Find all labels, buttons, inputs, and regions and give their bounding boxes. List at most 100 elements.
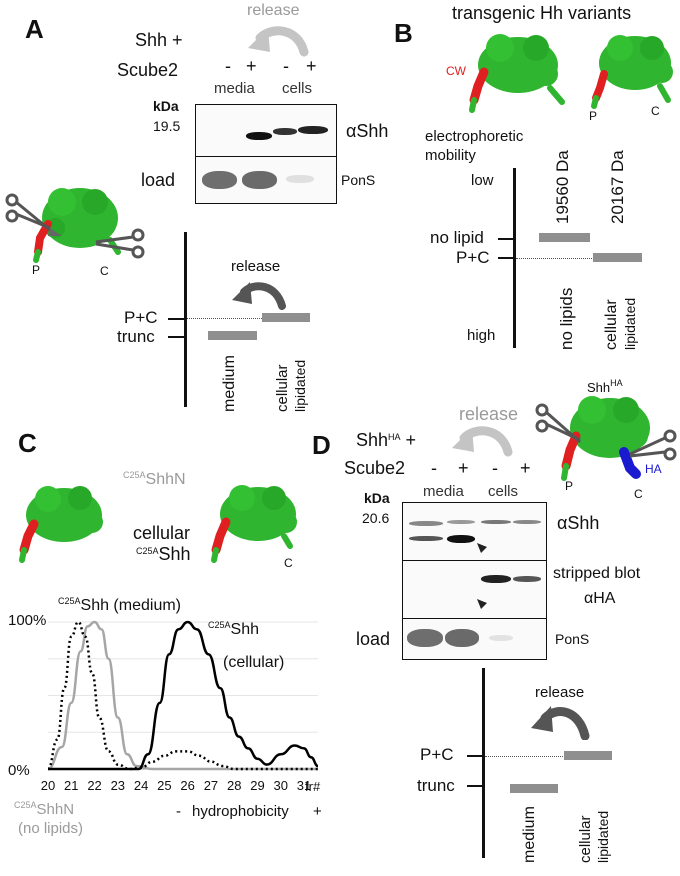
x-tick-label: 30 <box>274 778 288 793</box>
low-label: low <box>471 172 494 189</box>
trunc-tick <box>168 336 184 338</box>
medium-label-d: medium <box>521 806 538 863</box>
arrowhead-icon <box>477 543 487 553</box>
no-lipid-label: no lipid <box>430 228 484 247</box>
cellular-shh-text: Shh <box>158 544 191 564</box>
release-arrow-dark <box>232 282 286 310</box>
bottom-shhn-label: C25AShhN <box>14 800 74 818</box>
protein-c-label-d: C <box>634 487 643 501</box>
lane-label-d-4: + <box>520 458 531 478</box>
marker-label: 19.5 <box>153 118 181 134</box>
series-line <box>46 620 318 771</box>
protein-c-label-c: C <box>284 556 293 570</box>
protein-model-shh <box>211 485 297 563</box>
arrowhead-icon <box>477 599 487 609</box>
band <box>445 629 479 647</box>
load-label-d: load <box>356 629 391 649</box>
shhha-text: Shh <box>356 430 389 450</box>
band <box>409 521 443 526</box>
stripped-blot <box>402 560 547 620</box>
protein-title-d: ShhHA <box>587 378 623 395</box>
y-bottom-label: 0% <box>8 762 30 779</box>
shh-blot <box>195 104 337 158</box>
shhn-sup: C25A <box>123 470 146 480</box>
no-lipid-bar <box>539 233 590 242</box>
kda-label: kDa <box>153 98 179 114</box>
scheme-release-label: release <box>231 258 281 275</box>
pc-bar-b <box>593 253 642 262</box>
band <box>202 171 237 189</box>
release-arrow-dark-d <box>531 706 590 740</box>
release-label: release <box>247 2 300 19</box>
pc-label-b: P+C <box>456 248 490 267</box>
hydro-minus-label: - <box>176 803 181 820</box>
series-line <box>47 620 318 771</box>
protein-c-label-b: C <box>651 104 660 118</box>
band <box>407 629 443 647</box>
lipidated-label: lipidated <box>292 359 308 412</box>
lane-label-d-1: - <box>431 458 437 478</box>
x-tick-label: 27 <box>204 778 218 793</box>
lane-label-d-3: - <box>492 458 498 478</box>
band <box>447 535 475 543</box>
panel-a-letter: A <box>25 14 44 44</box>
bottom-shhn-sup: C25A <box>14 800 37 810</box>
ha-tag-label: HA <box>645 462 662 476</box>
protein-model-ha <box>535 396 677 481</box>
x-tick-label: 26 <box>180 778 194 793</box>
panel-c-letter: C <box>18 428 37 458</box>
pc-label: P+C <box>124 308 158 327</box>
x-tick-label: 29 <box>250 778 264 793</box>
da-label-1: 19560 Da <box>553 150 572 224</box>
kda-label-d: kDa <box>364 490 390 506</box>
x-tick-label: 31 <box>297 778 311 793</box>
band <box>447 520 475 524</box>
curve-cellular-text: Shh <box>230 621 259 638</box>
protein-model-with-scissors <box>5 188 145 263</box>
band <box>286 175 314 183</box>
band <box>242 171 277 189</box>
shh-blot-d <box>402 502 547 562</box>
band <box>298 126 328 134</box>
pons-label: PonS <box>341 172 376 188</box>
protein-c-label: C <box>100 264 109 278</box>
pc-dotted-line-d <box>485 756 563 757</box>
cellular-label-d: cellular <box>577 815 594 863</box>
x-tick-label: 28 <box>227 778 241 793</box>
media-label-d: media <box>423 483 464 500</box>
cellular-shh-label-2: C25AShh <box>136 544 191 565</box>
lipidated-label-b: lipidated <box>622 297 638 350</box>
cellular-label: cellular <box>274 364 291 412</box>
stripped-label-1: stripped blot <box>553 565 641 582</box>
series-line <box>48 620 319 771</box>
pc-label-d: P+C <box>420 745 454 764</box>
shhha-plus: + <box>400 430 417 450</box>
pons-label-d: PonS <box>555 631 590 647</box>
cw-label: CW <box>446 64 466 78</box>
band <box>481 575 511 583</box>
stripped-label-2: αHA <box>584 590 616 607</box>
da-label-2: 20167 Da <box>608 150 627 224</box>
marker-label-d: 20.6 <box>362 510 390 526</box>
protein-title-text: Shh <box>587 380 611 395</box>
band <box>246 132 272 140</box>
x-tick-label: 24 <box>134 778 148 793</box>
release-arrow-light <box>248 26 309 57</box>
medium-label: medium <box>221 355 238 412</box>
band <box>273 128 297 135</box>
panel-b-title: transgenic Hh variants <box>452 3 632 23</box>
scube2-label-d: Scube2 <box>344 458 406 478</box>
x-tick-label: 22 <box>87 778 101 793</box>
high-label: high <box>467 327 496 344</box>
pc-tick <box>168 318 184 320</box>
protein-model-cw <box>469 34 565 113</box>
lane-label-4: + <box>306 56 317 76</box>
load-blot-d <box>402 618 547 660</box>
band <box>481 520 511 524</box>
pc-bar-cellular <box>262 313 310 322</box>
hydro-plus-label: + <box>313 803 322 820</box>
pc-bar-cellular-d <box>564 751 612 760</box>
x-tick-label: 21 <box>64 778 78 793</box>
scheme-axis <box>184 232 187 407</box>
